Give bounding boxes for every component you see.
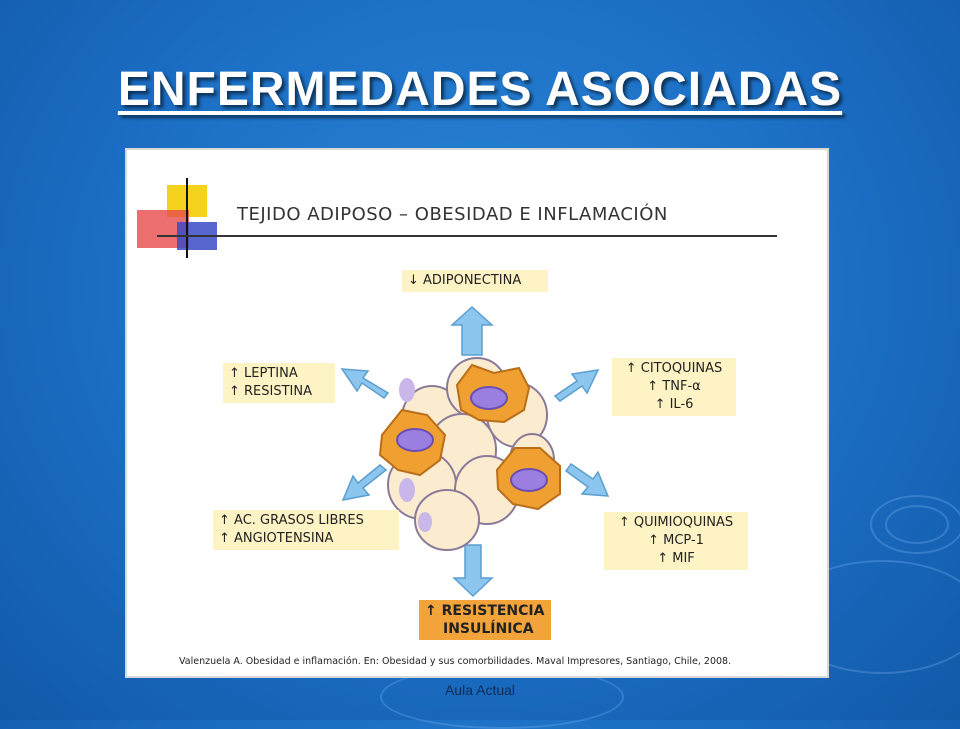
box-citoquinas: ↑ CITOQUINAS ↑ TNF-α ↑ IL-6 <box>612 358 736 416</box>
macrophage-cells <box>378 363 561 511</box>
figure-title: TEJIDO ADIPOSO – OBESIDAD E INFLAMACIÓN <box>237 204 668 225</box>
box-line: ↑ MCP-1 <box>648 533 704 548</box>
diagram-graphics <box>137 178 777 598</box>
box-line: ↑ AC. GRASOS LIBRES <box>219 513 364 528</box>
box-line: ↓ ADIPONECTINA <box>408 273 522 288</box>
arrow-up <box>450 305 494 356</box>
box-quimioquinas: ↑ QUIMIOQUINAS ↑ MCP-1 ↑ MIF <box>604 512 748 570</box>
figure-citation: Valenzuela A. Obesidad e inflamación. En… <box>179 656 732 667</box>
diagram-figure: TEJIDO ADIPOSO – OBESIDAD E INFLAMACIÓN … <box>125 148 829 678</box>
box-leptina: ↑ LEPTINA ↑ RESISTINA <box>223 363 335 403</box>
box-line: ↑ ANGIOTENSINA <box>219 531 334 546</box>
background-ripple <box>870 495 960 554</box>
arrow-down <box>452 544 494 598</box>
box-line: ↑ IL-6 <box>654 397 694 412</box>
arrow-down-right <box>564 462 610 497</box>
box-adiponectina: ↓ ADIPONECTINA <box>402 270 548 292</box>
box-line: ↑ TNF-α <box>647 379 701 394</box>
box-line: ↑ RESISTENCIA <box>425 603 545 619</box>
box-line: ↑ LEPTINA <box>229 366 298 381</box>
slide-title: ENFERMEDADES ASOCIADAS <box>117 63 843 116</box>
box-line: ↑ MIF <box>657 551 695 566</box>
box-line: ↑ RESISTINA <box>229 384 313 399</box>
box-line: ↑ CITOQUINAS <box>625 361 723 376</box>
arrow-up-left <box>340 368 390 400</box>
box-line: ↑ QUIMIOQUINAS <box>618 515 734 530</box>
arrow-up-right <box>553 369 600 402</box>
slide-footer: Aula Actual <box>444 682 516 698</box>
logo-accent <box>137 178 777 258</box>
box-resistencia: ↑ RESISTENCIA INSULÍNICA <box>419 600 551 640</box>
arrow-down-left <box>341 464 388 502</box>
box-grasos: ↑ AC. GRASOS LIBRES ↑ ANGIOTENSINA <box>213 510 399 550</box>
box-line: INSULÍNICA <box>443 621 534 637</box>
